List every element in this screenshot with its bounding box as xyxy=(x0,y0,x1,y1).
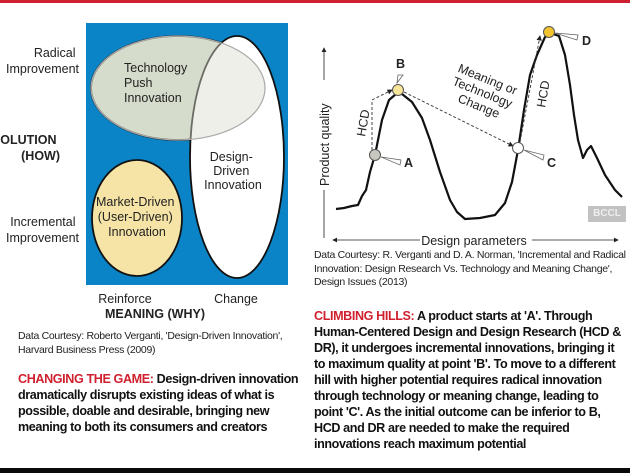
change-label: Meaning or Technology Change xyxy=(445,61,523,125)
y-axis-label: Product quality xyxy=(318,103,332,186)
market-driven-ellipse xyxy=(91,159,183,277)
watermark: BCCL xyxy=(588,206,626,222)
climbing-hills-heading: CLIMBING HILLS: xyxy=(314,309,415,323)
climbing-hills-paragraph: CLIMBING HILLS: A product starts at 'A'.… xyxy=(314,308,628,452)
changing-the-game-body: Design-driven innovation dramatically di… xyxy=(18,372,299,434)
point-d-label: D xyxy=(582,34,591,48)
point-b-label: B xyxy=(396,57,405,71)
change-label: Change xyxy=(214,292,258,306)
innovation-matrix: Technology Push Innovation Design- Drive… xyxy=(0,23,288,321)
right-credit: Data Courtesy: R. Verganti and D. A. Nor… xyxy=(314,249,626,288)
x-axis-label: Design parameters xyxy=(421,234,527,248)
technology-overlap xyxy=(90,35,266,141)
point-leaders xyxy=(380,32,579,166)
hcd-label-1: HCD xyxy=(354,108,372,137)
point-a xyxy=(369,149,381,161)
tech-push-label: Technology Push Innovation xyxy=(124,61,191,105)
incremental-improvement-label: Incremental Improvement xyxy=(6,215,79,245)
changing-the-game-heading: CHANGING THE GAME: xyxy=(18,372,154,386)
quality-curve xyxy=(335,32,623,221)
point-d xyxy=(543,26,555,38)
svg-text:Meaning or Technology: Meaning or Technology Change xyxy=(445,61,523,125)
point-c xyxy=(512,142,524,154)
hcd-label-2: HCD xyxy=(534,79,552,108)
top-accent-bar xyxy=(0,0,630,3)
radical-improvement-label: Radical Improvement xyxy=(6,46,79,76)
climbing-hills-body: A product starts at 'A'. Through Human-C… xyxy=(314,309,621,451)
hcd-arrow-a-b xyxy=(371,89,393,150)
point-a-label: A xyxy=(404,156,413,170)
hcd-arrow-c-d xyxy=(519,35,542,143)
climbing-hills-chart: Product quality Design parameters A B C … xyxy=(316,26,623,248)
point-c-label: C xyxy=(547,156,556,170)
design-driven-ellipse xyxy=(189,35,285,279)
point-b xyxy=(392,84,404,96)
reinforce-label: Reinforce xyxy=(98,292,152,306)
market-driven-label: Market-Driven (User-Driven) Innovation xyxy=(96,195,178,239)
left-credit: Data Courtesy: Roberto Verganti, 'Design… xyxy=(18,330,283,356)
change-arrow-b-c xyxy=(403,91,514,147)
design-driven-label: Design- Driven Innovation xyxy=(204,150,262,192)
changing-the-game-paragraph: CHANGING THE GAME: Design-driven innovat… xyxy=(18,371,310,435)
solution-axis-title: SOLUTION (HOW) xyxy=(0,133,60,163)
meaning-axis-title: MEANING (WHY) xyxy=(105,307,205,321)
bottom-bar xyxy=(0,468,630,473)
